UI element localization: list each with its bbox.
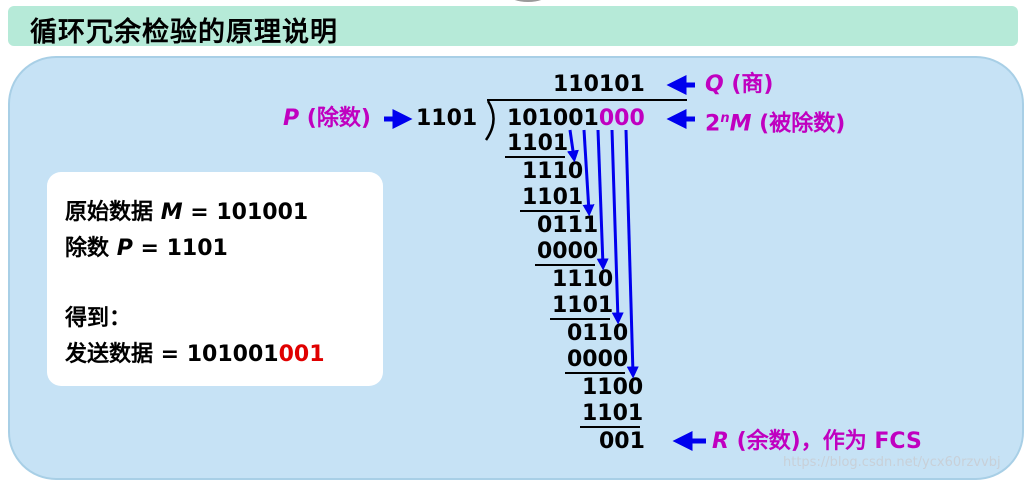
step-3: 1101 — [522, 185, 584, 210]
var-m-label: M — [729, 111, 752, 137]
result-label-line: 得到： — [65, 306, 132, 331]
step-2: 1110 — [522, 159, 584, 184]
step-9-underline — [565, 372, 625, 374]
var-p: P — [116, 236, 133, 261]
dividend-label-text: (被除数) — [759, 111, 846, 137]
quotient: 110101 — [553, 72, 645, 97]
step-5-underline — [535, 264, 595, 266]
divisor-label: P (除数) — [283, 106, 371, 132]
step-7: 1101 — [552, 293, 614, 318]
var-p-label: P — [283, 106, 300, 131]
bring-down-arrow-5 — [624, 129, 639, 379]
dividend: 101001000 — [507, 106, 645, 132]
remainder-label: R (余数)，作为 FCS — [712, 429, 922, 455]
var-m: M — [160, 200, 183, 225]
remainder-label-text: (余数)，作为 FCS — [736, 429, 922, 454]
bring-down-arrow-2 — [582, 129, 595, 217]
divisor-label-text: (除数) — [306, 106, 371, 131]
page-title: 循环冗余检验的原理说明 — [30, 17, 338, 48]
original-data-line: 原始数据 M = 101001 — [65, 194, 308, 226]
step-11: 1101 — [582, 401, 644, 426]
var-q: Q — [705, 72, 724, 97]
bring-down-arrow-1 — [566, 129, 579, 163]
send-data-line: 发送数据 = 101001001 — [65, 336, 325, 368]
bring-down-arrow-3 — [596, 129, 609, 271]
send-data-text: 发送数据 = 101001 — [65, 342, 279, 367]
step-3-underline — [520, 210, 580, 212]
step-6: 1110 — [552, 267, 614, 292]
title-bar: 循环冗余检验的原理说明 — [8, 6, 1018, 48]
dividend-label: 2nM (被除数) — [705, 106, 845, 137]
step-8: 0110 — [567, 321, 629, 346]
step-1: 1101 — [507, 131, 569, 156]
original-data-label: 原始数据 — [65, 200, 154, 225]
divisor-label: 除数 — [65, 236, 110, 261]
step-9: 0000 — [567, 347, 629, 372]
step-4: 0111 — [537, 213, 599, 238]
step-11-underline — [580, 426, 640, 428]
step-7-underline — [550, 318, 610, 320]
remainder: 001 — [599, 429, 645, 454]
divisor-line: 除数 P = 1101 — [65, 230, 228, 262]
m-exponent: n — [720, 111, 730, 126]
division-bar — [487, 99, 687, 101]
bring-down-arrow-4 — [610, 129, 624, 325]
var-r: R — [712, 429, 729, 454]
top-edge-shape — [508, 0, 548, 2]
divisor-value: 1101 — [416, 106, 478, 131]
m-prefix: 2 — [705, 111, 721, 137]
step-1-underline — [505, 156, 565, 158]
step-5: 0000 — [537, 239, 599, 264]
original-data-value: = 101001 — [190, 200, 309, 225]
step-10: 1100 — [582, 375, 644, 400]
quotient-label: Q (商) — [705, 72, 774, 98]
info-box: 原始数据 M = 101001 除数 P = 1101 得到： 发送数据 = 1… — [47, 172, 383, 386]
quotient-label-text: (商) — [731, 72, 774, 97]
dividend-padding: 000 — [598, 106, 645, 131]
dividend-main: 101001 — [507, 106, 599, 131]
division-bracket — [484, 100, 495, 141]
divisor-value: = 1101 — [140, 236, 228, 261]
send-data-fcs: 001 — [278, 342, 325, 367]
watermark: https://blog.csdn.net/ycx60rzvvbj — [783, 455, 1001, 470]
